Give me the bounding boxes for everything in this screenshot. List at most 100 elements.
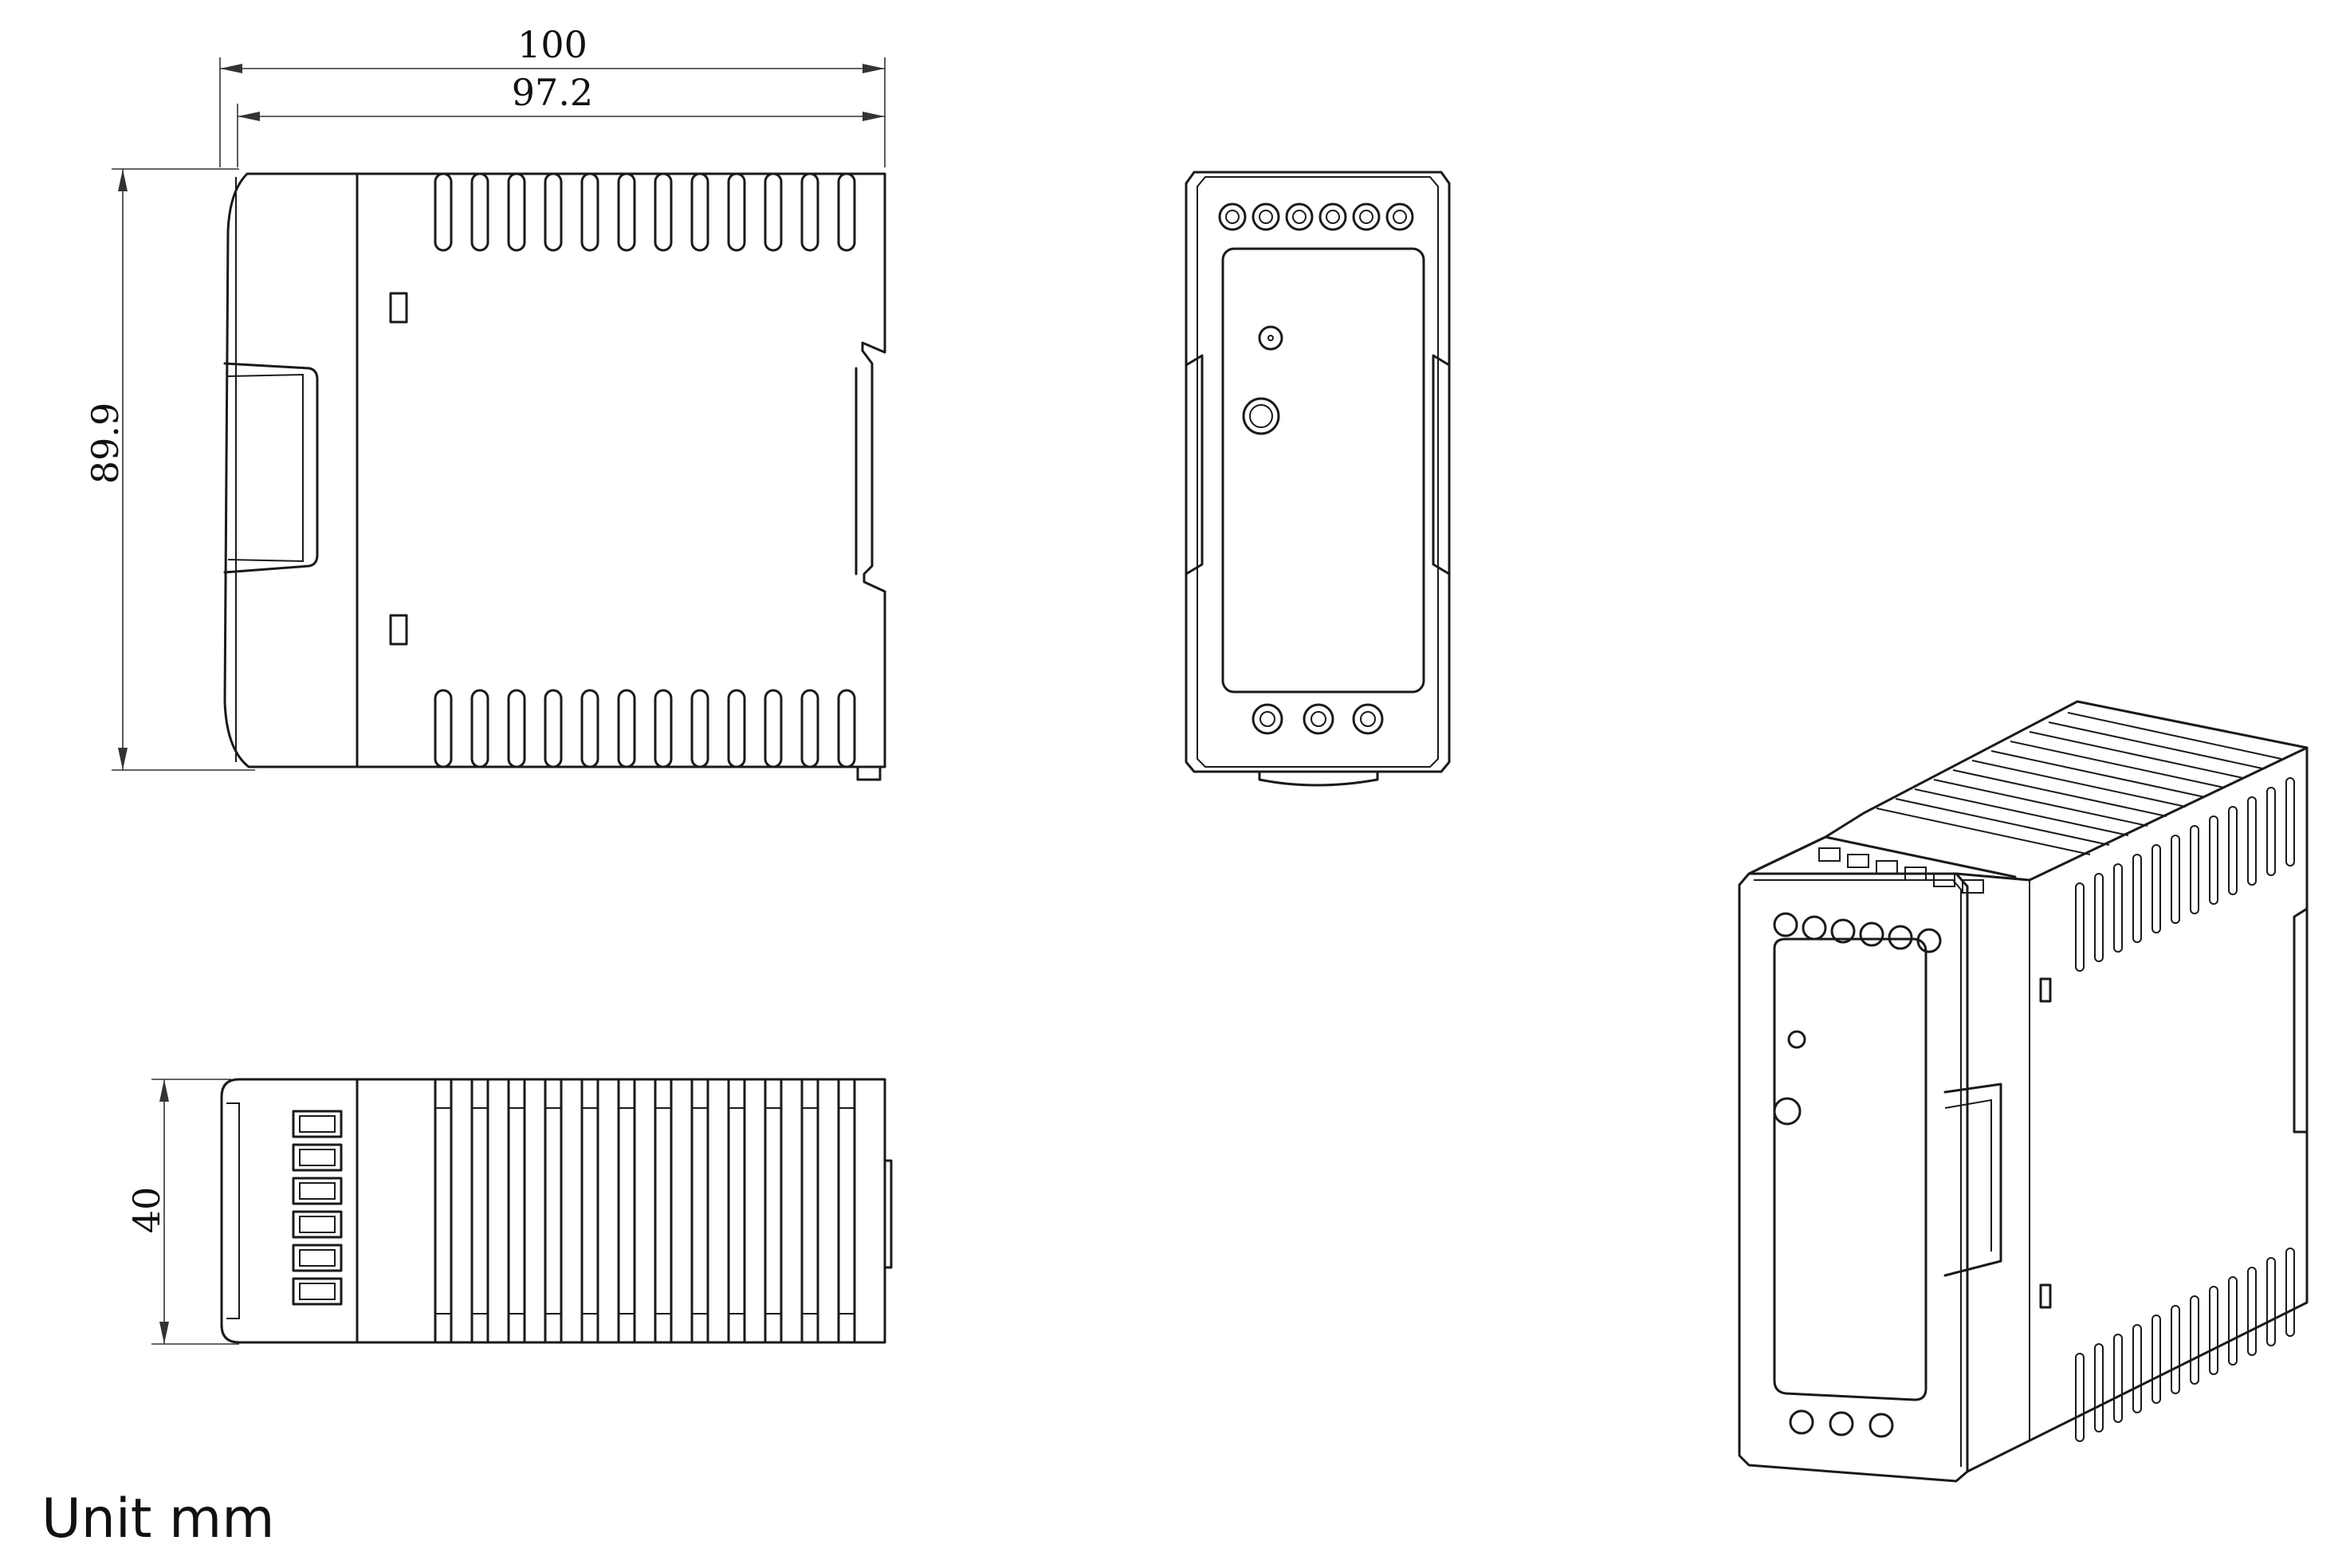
iso-terminal-screw-icon — [1888, 925, 1913, 950]
terminal-clamp-inner — [299, 1249, 336, 1267]
vent-slot — [800, 172, 819, 252]
vent-slot — [764, 689, 783, 768]
vent-slot — [800, 689, 819, 768]
iso-led-indicator-icon — [1787, 1030, 1806, 1049]
vent-slot — [764, 172, 783, 252]
iso-terminal-screw-icon — [1773, 912, 1798, 937]
terminal-screw-icon — [1385, 202, 1414, 231]
iso-side-vent — [2190, 1295, 2199, 1385]
iso-fin — [2048, 721, 2263, 769]
terminal-screw-icon — [1318, 202, 1347, 231]
iso-side-vent — [2094, 873, 2104, 962]
iso-fin — [2010, 741, 2225, 788]
iso-fin — [1876, 808, 2091, 855]
iso-side-vent — [2247, 1267, 2257, 1356]
side-view-vents-bottom — [434, 689, 856, 768]
terminal-clamp — [292, 1244, 343, 1272]
unit-label: Unit mm — [41, 1487, 275, 1550]
top-view-vents — [434, 1078, 856, 1344]
iso-terminal-clamp — [1933, 873, 1955, 887]
terminal-screw-head — [1259, 210, 1273, 224]
vent-fin — [470, 1078, 489, 1344]
terminal-screw-icon — [1352, 202, 1381, 231]
iso-side-vent — [2151, 844, 2161, 933]
terminal-screw-head — [1360, 711, 1376, 727]
iso-terminal-screw-icon — [1802, 915, 1827, 941]
terminal-clamp-inner — [299, 1283, 336, 1300]
vent-slot — [470, 172, 489, 252]
iso-input-terminals — [1789, 1409, 1894, 1438]
iso-terminal-clamp — [1818, 847, 1841, 862]
vent-slot — [837, 172, 856, 252]
vent-fin — [544, 1078, 563, 1344]
iso-fin — [1895, 798, 2110, 846]
iso-side-vent — [2209, 1286, 2218, 1375]
iso-fin — [1990, 750, 2206, 798]
side-view-body — [223, 172, 886, 781]
iso-side-vent — [2113, 863, 2123, 953]
iso-latch-slot-bottom — [2039, 1283, 2052, 1309]
terminal-screw-head — [1393, 210, 1407, 224]
vent-fin — [507, 1078, 526, 1344]
vent-slot — [434, 172, 453, 252]
iso-side-vent — [2266, 1257, 2276, 1346]
iso-terminal-screw-icon — [1829, 1411, 1854, 1436]
iso-side-vent — [2113, 1334, 2123, 1423]
front-label-panel — [1221, 247, 1425, 694]
vent-slot — [654, 689, 673, 768]
vent-fin — [580, 1078, 599, 1344]
terminal-screw-head — [1292, 210, 1307, 224]
front-output-terminals — [1218, 202, 1414, 231]
iso-side-vent — [2266, 787, 2276, 876]
iso-side-vent — [2132, 854, 2142, 943]
iso-side-vent — [2285, 777, 2295, 867]
terminal-screw-icon — [1303, 703, 1334, 735]
iso-side-vent — [2075, 882, 2085, 972]
vent-slot — [544, 689, 563, 768]
vent-slot — [470, 689, 489, 768]
terminal-screw-icon — [1352, 703, 1384, 735]
iso-side-vent — [2151, 1315, 2161, 1404]
iso-fin — [2067, 712, 2282, 760]
vent-slot — [690, 689, 709, 768]
dimension-body-depth: 97.2 — [237, 71, 885, 167]
iso-side-vents-top — [2075, 777, 2295, 972]
dimension-width-label: 40 — [125, 1187, 168, 1234]
vent-fin — [727, 1078, 746, 1344]
front-input-terminals — [1252, 703, 1384, 735]
terminal-screw-head — [1359, 210, 1373, 224]
dimension-width: 40 — [125, 1079, 239, 1345]
iso-side-vents-bottom — [2075, 1248, 2295, 1442]
vent-slot — [434, 689, 453, 768]
dimension-height: 89.9 — [84, 168, 255, 771]
iso-terminal-clamp — [1847, 854, 1869, 868]
vent-slot — [617, 689, 636, 768]
iso-fin — [1933, 779, 2148, 827]
iso-side-vent — [2285, 1248, 2295, 1337]
terminal-clamp-inner — [299, 1216, 336, 1233]
iso-fin — [1952, 769, 2167, 817]
isometric-view — [1738, 700, 2309, 1483]
terminal-clamp — [292, 1277, 343, 1306]
iso-output-terminals — [1773, 847, 1984, 953]
iso-fin — [1971, 760, 2187, 808]
latch-slot-top — [389, 292, 408, 324]
side-view: 100 97.2 89.9 — [84, 23, 886, 781]
iso-side-vent — [2132, 1324, 2142, 1413]
iso-terminal-screw-icon — [1830, 918, 1856, 944]
dimension-overall-depth-label: 100 — [517, 23, 587, 66]
vent-slot — [544, 172, 563, 252]
terminal-screw-head — [1326, 210, 1340, 224]
led-indicator-icon — [1258, 325, 1283, 351]
vent-slot — [690, 172, 709, 252]
iso-latch-slot-top — [2039, 977, 2052, 1003]
iso-terminal-screw-icon — [1859, 922, 1884, 947]
iso-terminal-screw-icon — [1789, 1409, 1814, 1435]
vent-fin — [764, 1078, 783, 1344]
iso-fin — [1914, 788, 2129, 836]
iso-side-vent — [2247, 796, 2257, 886]
terminal-clamp-inner — [299, 1115, 336, 1133]
terminal-clamp-inner — [299, 1182, 336, 1200]
terminal-screw-icon — [1218, 202, 1247, 231]
front-view — [1185, 171, 1451, 787]
